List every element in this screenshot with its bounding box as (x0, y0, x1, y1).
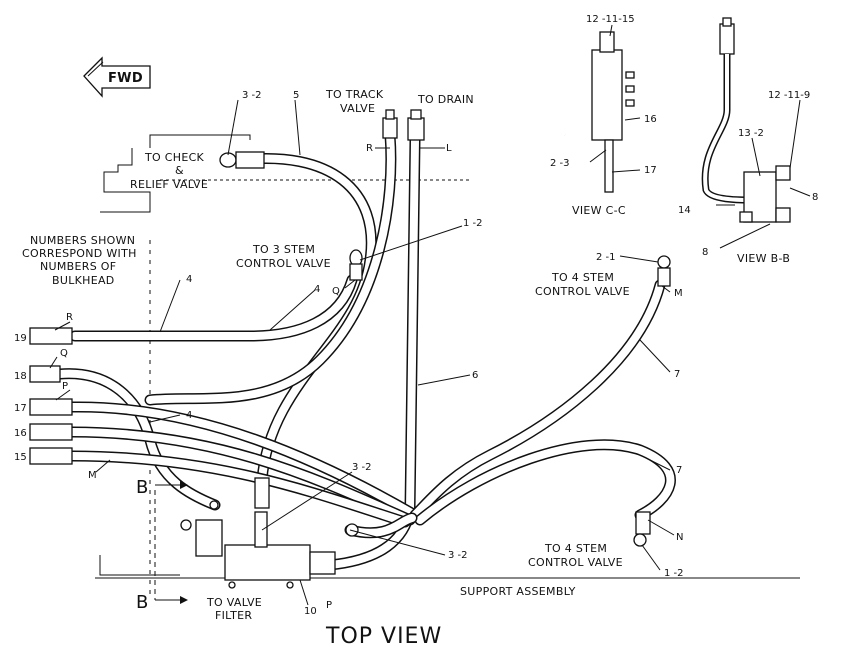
svg-text:5: 5 (293, 90, 299, 101)
svg-text:3 -2: 3 -2 (242, 90, 262, 101)
svg-text:NUMBERS OF: NUMBERS OF (40, 260, 116, 273)
svg-text:CONTROL VALVE: CONTROL VALVE (535, 285, 630, 298)
svg-text:N: N (676, 532, 683, 543)
svg-text:2 -3: 2 -3 (550, 158, 570, 169)
svg-text:L: L (446, 143, 452, 154)
label-view-cc: VIEW C-C (572, 204, 626, 217)
hose-3-2-lower (344, 512, 418, 539)
svg-text:3 -2: 3 -2 (352, 462, 372, 473)
svg-text:Q: Q (332, 286, 340, 297)
svg-text:TO 4 STEM: TO 4 STEM (551, 271, 614, 284)
svg-text:TO 3 STEM: TO 3 STEM (252, 243, 315, 256)
valve-filter-block (180, 477, 359, 589)
svg-text:1 -2: 1 -2 (664, 568, 684, 579)
svg-text:3 -2: 3 -2 (448, 550, 468, 561)
svg-text:FILTER: FILTER (215, 609, 252, 622)
svg-text:17: 17 (14, 403, 27, 414)
label-to-4-stem-lower: TO 4 STEM CONTROL VALVE (528, 542, 623, 569)
forward-arrow-icon (83, 56, 151, 98)
svg-text:CORRESPOND WITH: CORRESPOND WITH (22, 247, 137, 260)
svg-text:CONTROL VALVE: CONTROL VALVE (528, 556, 623, 569)
fitting-track-valve (382, 109, 398, 139)
svg-text:TO VALVE: TO VALVE (206, 596, 262, 609)
svg-text:CONTROL VALVE: CONTROL VALVE (236, 257, 331, 270)
svg-text:12 -11-9: 12 -11-9 (768, 90, 810, 101)
svg-text:VALVE: VALVE (340, 102, 375, 115)
label-to-4-stem-upper: TO 4 STEM CONTROL VALVE (535, 271, 630, 298)
fitting-4-stem-lower (633, 511, 651, 547)
label-to-track-valve: TO TRACK VALVE (325, 88, 384, 115)
fwd-label: FWD (108, 71, 143, 86)
label-to-3-stem: TO 3 STEM CONTROL VALVE (236, 243, 331, 270)
hose-5 (234, 153, 377, 486)
svg-text:14: 14 (678, 205, 691, 216)
svg-text:R: R (66, 312, 73, 323)
leader-lines (49, 99, 675, 606)
svg-text:M: M (88, 470, 97, 481)
svg-text:P: P (62, 381, 68, 392)
hose-7-upper (409, 279, 666, 521)
svg-text:TO TRACK: TO TRACK (325, 88, 384, 101)
hose-bulkhead-17 (66, 401, 421, 521)
label-to-drain: TO DRAIN (417, 93, 474, 106)
callout-numbers: 3 -2 5 R L 1 -2 4 4 Q 6 4 3 -2 3 -2 10 P… (88, 14, 818, 617)
svg-text:12 -11-15: 12 -11-15 (586, 14, 635, 25)
view-cc-detail (557, 24, 641, 193)
svg-text:&: & (175, 164, 184, 177)
svg-text:2 -1: 2 -1 (596, 252, 616, 263)
svg-text:R: R (366, 143, 373, 154)
svg-text:BULKHEAD: BULKHEAD (52, 274, 115, 287)
svg-text:4: 4 (186, 410, 192, 421)
svg-text:7: 7 (674, 369, 680, 380)
hose-bulkhead-16 (66, 426, 416, 526)
svg-text:8: 8 (702, 247, 708, 258)
svg-text:B: B (136, 592, 149, 613)
svg-text:B: B (136, 477, 149, 498)
svg-text:TO CHECK: TO CHECK (144, 151, 205, 164)
svg-text:19: 19 (14, 333, 27, 344)
fitting-3-stem (349, 249, 363, 281)
svg-text:M: M (674, 288, 683, 299)
svg-text:10: 10 (304, 606, 317, 617)
label-to-check-relief: TO CHECK & RELIEF VALVE (130, 151, 208, 191)
title-top-view: TOP VIEW (325, 624, 442, 649)
hose-track-valve (144, 129, 397, 406)
svg-text:1 -2: 1 -2 (463, 218, 483, 229)
svg-text:8: 8 (812, 192, 818, 203)
section-b-markers (155, 481, 188, 604)
svg-text:16: 16 (644, 114, 657, 125)
view-bb-detail (701, 17, 811, 249)
svg-text:13 -2: 13 -2 (738, 128, 764, 139)
svg-text:4: 4 (186, 274, 192, 285)
bulkhead-labels: 19 R 18 Q 17 P 16 15 (14, 312, 73, 463)
svg-text:RELIEF VALVE: RELIEF VALVE (130, 178, 208, 191)
label-support-assembly: SUPPORT ASSEMBLY (460, 585, 576, 598)
label-view-bb: VIEW B-B (737, 252, 790, 265)
svg-text:7: 7 (676, 465, 682, 476)
svg-text:6: 6 (472, 370, 478, 381)
svg-text:P: P (326, 600, 332, 611)
label-numbers-note: NUMBERS SHOWN CORRESPOND WITH NUMBERS OF… (22, 234, 137, 287)
label-to-valve-filter: TO VALVE FILTER (206, 596, 262, 622)
svg-text:17: 17 (644, 165, 657, 176)
fitting-4-stem-upper (657, 255, 671, 287)
bulkhead-fittings (29, 327, 73, 465)
svg-text:15: 15 (14, 452, 27, 463)
hose-7-lower (414, 439, 676, 526)
svg-text:18: 18 (14, 371, 27, 382)
svg-text:NUMBERS SHOWN: NUMBERS SHOWN (30, 234, 135, 247)
fitting-drain (407, 109, 425, 141)
svg-text:16: 16 (14, 428, 27, 439)
svg-text:TO 4 STEM: TO 4 STEM (544, 542, 607, 555)
svg-text:Q: Q (60, 348, 68, 359)
hose-4-upper (69, 274, 358, 342)
fitting-check-relief (219, 151, 265, 169)
svg-text:4: 4 (314, 284, 320, 295)
